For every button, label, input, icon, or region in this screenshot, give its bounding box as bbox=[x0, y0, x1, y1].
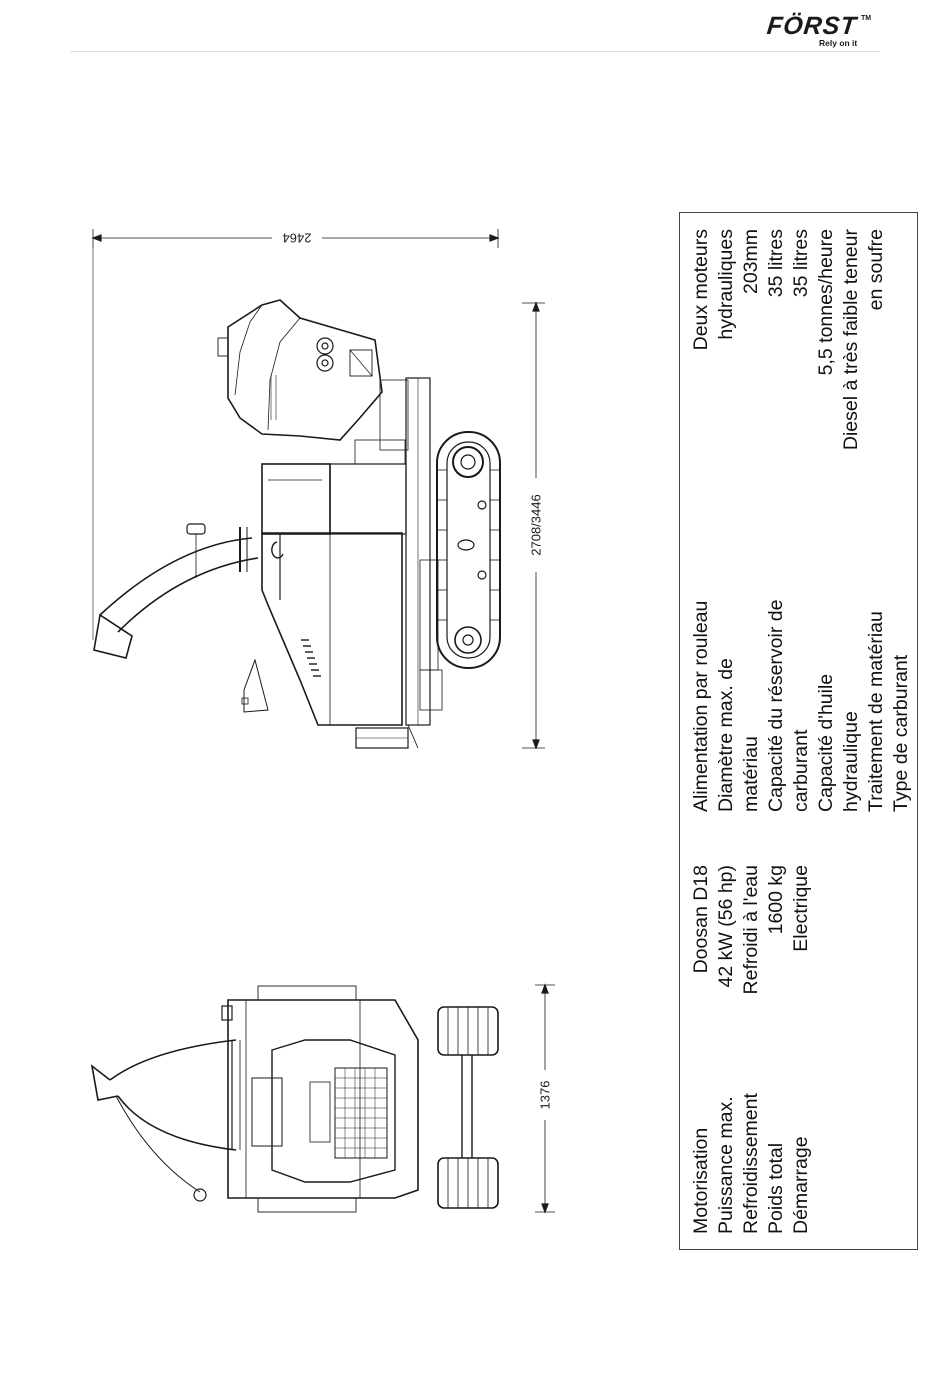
spec-value: hydrauliques bbox=[715, 229, 737, 340]
spec-label: carburant bbox=[790, 729, 812, 812]
left-values-column: Doosan D18 42 kW (56 hp) Refroidi à l'ea… bbox=[689, 865, 814, 1137]
spec-label: Traitement de matériau bbox=[865, 611, 887, 812]
specifications-box bbox=[679, 212, 918, 1250]
spec-value: 42 kW (56 hp) bbox=[715, 865, 737, 988]
spec-label: Motorisation bbox=[690, 1127, 712, 1234]
side-view bbox=[91, 229, 545, 750]
right-values-column: Deux moteurs hydrauliques 203mm 35 litre… bbox=[689, 229, 889, 544]
spec-label: matériau bbox=[740, 736, 762, 812]
left-labels-column: Motorisation Puissance max. Refroidissem… bbox=[689, 1093, 814, 1234]
dim-width-label: 1376 bbox=[538, 1081, 553, 1110]
spec-label: Démarrage bbox=[790, 1136, 812, 1234]
spec-label: Type de carburant bbox=[890, 654, 912, 812]
spec-value: 5,5 tonnes/heure bbox=[815, 229, 837, 376]
spec-value: 203mm bbox=[740, 229, 762, 295]
spec-value: 35 litres bbox=[790, 229, 812, 298]
spec-label: Capacité du réservoir de bbox=[765, 599, 787, 812]
specifications-table: Motorisation Puissance max. Refroidissem… bbox=[679, 212, 918, 1250]
spec-value: Deux moteurs bbox=[690, 229, 712, 351]
spec-label: hydraulique bbox=[840, 711, 862, 812]
spec-label: Poids total bbox=[765, 1142, 787, 1234]
spec-value: Diesel à très faible teneur bbox=[840, 229, 862, 451]
forst-logo: FÖRST TM Rely on it bbox=[765, 12, 875, 48]
trademark: TM bbox=[861, 15, 872, 22]
spec-value: en soufre bbox=[865, 229, 887, 311]
spec-value: 35 litres bbox=[765, 229, 787, 298]
dim-length-label: 2708/3446 bbox=[529, 494, 544, 555]
spec-value: Electrique bbox=[790, 865, 812, 952]
spec-value: Doosan D18 bbox=[690, 865, 712, 974]
spec-value: Refroidi à l'eau bbox=[740, 865, 762, 995]
spec-label: Capacité d'huile bbox=[815, 673, 837, 812]
spec-value: 1600 kg bbox=[765, 865, 787, 935]
spec-label: Diamètre max. de bbox=[715, 658, 737, 812]
spec-label: Alimentation par rouleau bbox=[690, 600, 712, 812]
header-divider bbox=[70, 51, 880, 52]
brand-tagline: Rely on it bbox=[819, 38, 858, 48]
front-view bbox=[90, 983, 555, 1214]
spec-label: Refroidissement bbox=[740, 1093, 762, 1234]
spec-label: Puissance max. bbox=[715, 1096, 737, 1234]
dim-height-label: 2464 bbox=[283, 231, 312, 246]
right-labels-column: Alimentation par rouleau Diamètre max. d… bbox=[689, 582, 914, 812]
